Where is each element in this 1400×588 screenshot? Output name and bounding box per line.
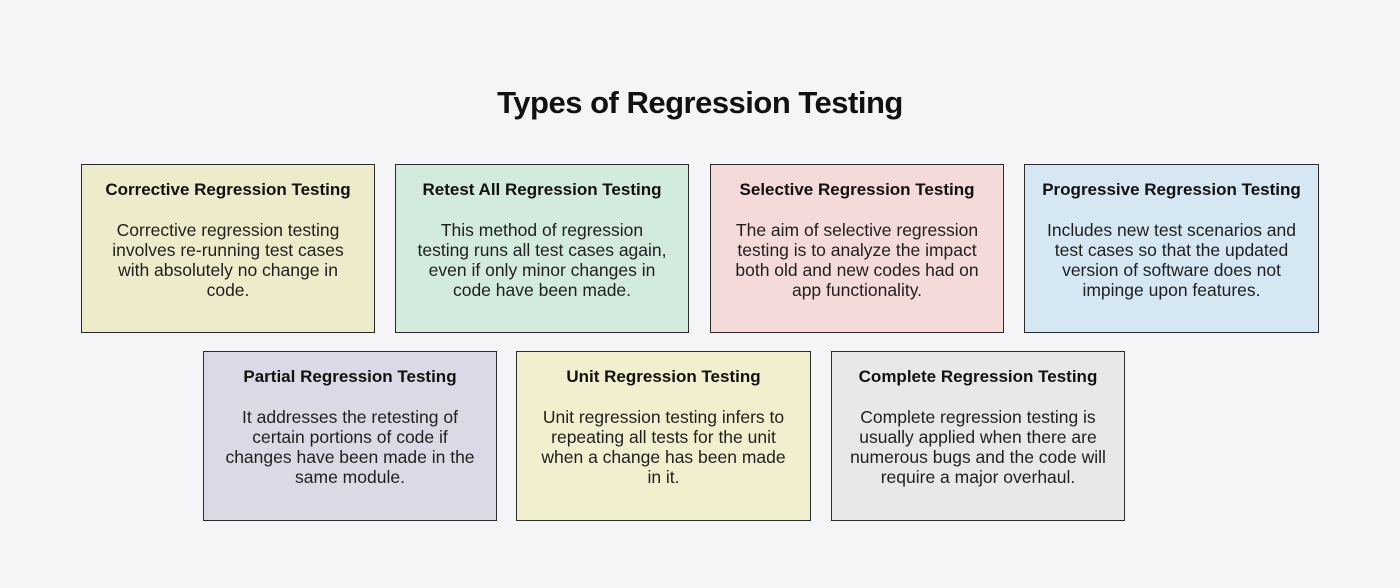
card-body: This method of regression testing runs a… xyxy=(417,220,667,300)
card-title: Complete Regression Testing xyxy=(858,367,1098,386)
page-title: Types of Regression Testing xyxy=(497,84,903,120)
card-body: Corrective regression testing involves r… xyxy=(112,220,344,300)
card-body: Complete regression testing is usually a… xyxy=(850,407,1106,487)
card-unit-regression-testing: Unit Regression Testing Unit regression … xyxy=(516,351,811,521)
card-retest-all-regression-testing: Retest All Regression Testing This metho… xyxy=(395,164,689,333)
card-title: Corrective Regression Testing xyxy=(105,180,351,199)
card-title: Retest All Regression Testing xyxy=(422,180,662,199)
card-progressive-regression-testing: Progressive Regression Testing Includes … xyxy=(1024,164,1319,333)
card-title: Unit Regression Testing xyxy=(566,367,761,386)
card-partial-regression-testing: Partial Regression Testing It addresses … xyxy=(203,351,497,521)
card-title: Progressive Regression Testing xyxy=(1042,180,1301,199)
card-selective-regression-testing: Selective Regression Testing The aim of … xyxy=(710,164,1004,333)
card-body: It addresses the retesting of certain po… xyxy=(225,407,475,487)
card-body: Unit regression testing infers to repeat… xyxy=(541,407,786,487)
card-complete-regression-testing: Complete Regression Testing Complete reg… xyxy=(831,351,1125,521)
card-title: Selective Regression Testing xyxy=(739,180,975,199)
card-title: Partial Regression Testing xyxy=(243,367,457,386)
card-body: The aim of selective regression testing … xyxy=(735,220,979,300)
card-corrective-regression-testing: Corrective Regression Testing Corrective… xyxy=(81,164,375,333)
card-body: Includes new test scenarios and test cas… xyxy=(1046,220,1297,300)
